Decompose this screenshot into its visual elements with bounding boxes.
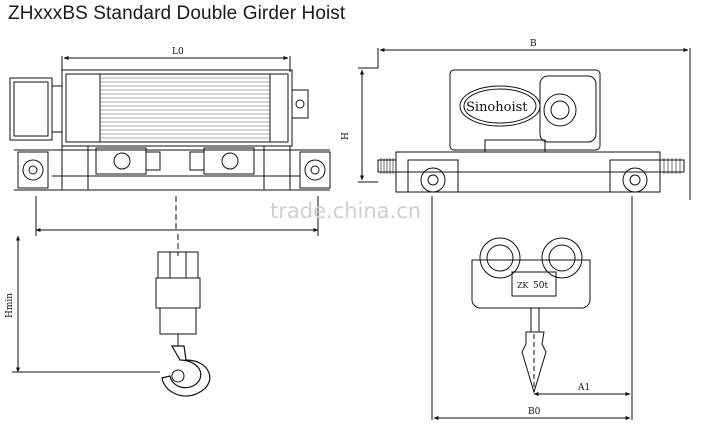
trolley-frame (14, 145, 331, 191)
hoist-motor (9, 77, 62, 141)
watermark: trade.china.cn (270, 199, 421, 223)
label-L0: L0 (172, 47, 184, 57)
plate-model: ZK (517, 281, 530, 290)
plate-capacity: 50t (533, 281, 548, 291)
end-view (358, 48, 691, 420)
end-view-hook-block (471, 237, 591, 394)
label-B: B (530, 39, 537, 49)
end-trolley-frame (377, 151, 685, 193)
nameplate-brand: Sinohoist (466, 100, 528, 115)
label-H: H (341, 132, 351, 140)
rope-drum (61, 69, 309, 147)
hook-block (155, 234, 211, 397)
label-B0: B0 (528, 407, 541, 417)
side-view (9, 56, 331, 397)
end-view-motor (449, 69, 601, 153)
label-Hmin: Hmin (5, 293, 15, 318)
page-title: ZHxxxBS Standard Double Girder Hoist (8, 3, 346, 24)
label-A1: A1 (577, 383, 590, 393)
